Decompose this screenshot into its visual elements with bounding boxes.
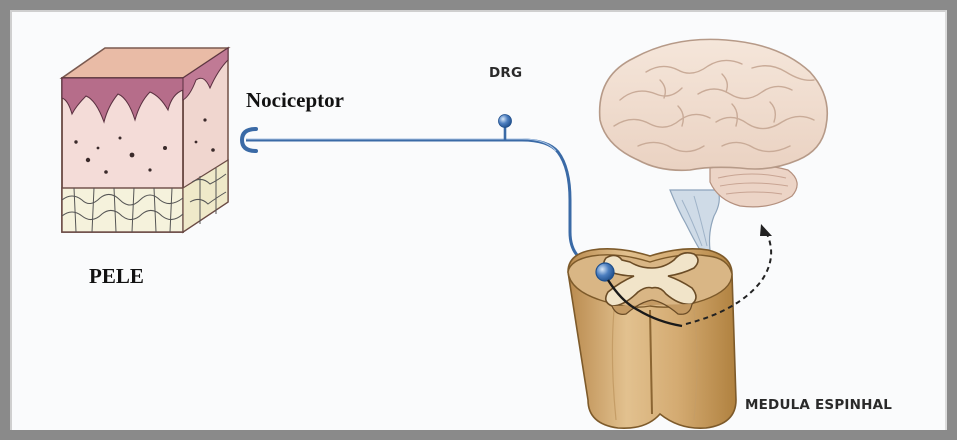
nociceptor-label: Nociceptor xyxy=(246,88,344,113)
spinal-cord xyxy=(568,249,736,428)
nociceptor-nerve xyxy=(242,115,602,267)
nerve-fiber xyxy=(246,140,602,267)
brain xyxy=(600,39,828,250)
arrow-head xyxy=(760,224,772,236)
drg-ganglion xyxy=(499,115,512,128)
cerebrum xyxy=(600,39,828,170)
medula-espinhal-label: MEDULA ESPINHAL xyxy=(745,397,892,413)
dorsal-horn-entry xyxy=(596,263,614,281)
drg-label: DRG xyxy=(489,65,522,81)
skin-fat-layer xyxy=(62,188,183,232)
pele-label: PELE xyxy=(89,264,144,289)
skin-block xyxy=(62,48,228,232)
pain-pathway-diagram xyxy=(10,10,947,430)
